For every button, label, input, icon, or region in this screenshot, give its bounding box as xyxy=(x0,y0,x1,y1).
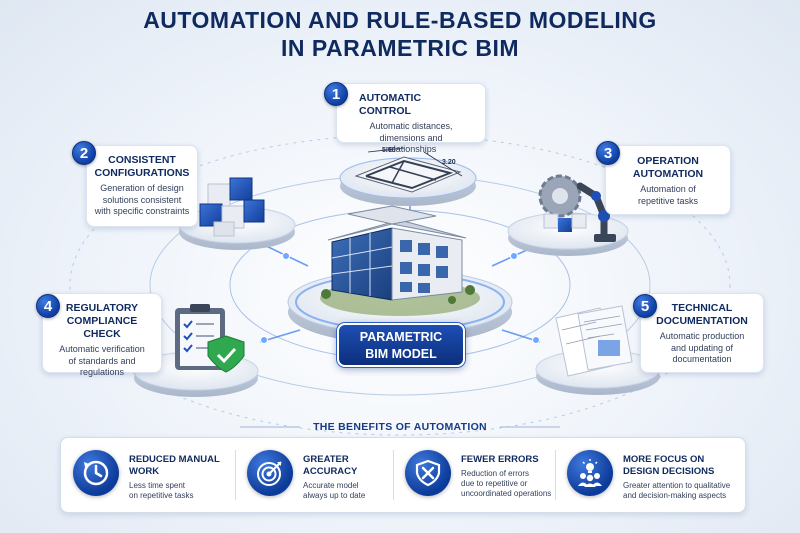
benefit-4-desc-line: Greater attention to qualitative xyxy=(623,481,731,490)
benefit-1-desc: Less time spent on repetitive tasks xyxy=(129,481,220,501)
feature-card-3: OPERATION AUTOMATION Automation of repet… xyxy=(605,145,731,215)
dimension-depth-label: 3.20 xyxy=(442,159,456,166)
benefit-2-title-line1: GREATER xyxy=(303,454,349,465)
benefit-4-title-line2: DESIGN DECISIONS xyxy=(623,466,715,477)
feature-3-number-badge: 3 xyxy=(596,141,620,165)
feature-4-desc-line: regulations xyxy=(79,367,125,377)
robot-arm-icon xyxy=(538,174,616,242)
feature-1-desc: Automatic distances, dimensions and rela… xyxy=(347,121,475,156)
center-label-line2: BIM MODEL xyxy=(365,347,437,361)
benefit-divider xyxy=(555,450,556,500)
benefit-4-desc: Greater attention to qualitative and dec… xyxy=(623,481,730,501)
benefit-greater-accuracy: GREATER ACCURACY Accurate model always u… xyxy=(247,438,397,514)
target-icon xyxy=(247,450,293,496)
feature-1-desc-line: relationships xyxy=(385,144,437,154)
feature-4-title-line1: REGULATORY xyxy=(65,302,139,314)
feature-5-desc-line: documentation xyxy=(672,354,732,364)
page-title-line2: IN PARAMETRIC BIM xyxy=(280,35,520,61)
benefit-4-desc-line: and decision-making aspects xyxy=(623,491,727,500)
feature-card-2: CONSISTENT CONFIGURATIONS Generation of … xyxy=(86,145,198,227)
benefits-panel: REDUCED MANUAL WORK Less time spent on r… xyxy=(60,437,746,513)
benefit-fewer-errors: FEWER ERRORS Reduction of errors due to … xyxy=(405,438,565,514)
feature-1-desc-line: Automatic distances, xyxy=(369,121,453,131)
feature-2-desc-line: Generation of design xyxy=(100,183,184,193)
feature-3-desc: Automation of repetitive tasks xyxy=(610,184,726,207)
feature-3-title-line1: OPERATION xyxy=(637,155,699,167)
feature-5-number-badge: 5 xyxy=(633,294,657,318)
benefit-3-desc-line: Reduction of errors xyxy=(461,469,530,478)
benefit-2-desc: Accurate model always up to date xyxy=(303,481,365,501)
benefit-divider xyxy=(393,450,394,500)
benefit-3-desc: Reduction of errors due to repetitive or… xyxy=(461,469,551,499)
feature-2-title-line2: CONFIGURATIONS xyxy=(94,167,190,179)
feature-5-desc-line: Automatic production xyxy=(659,331,745,341)
benefit-reduced-manual-work: REDUCED MANUAL WORK Less time spent on r… xyxy=(73,438,233,514)
feature-5-title-line1: TECHNICAL xyxy=(671,302,733,314)
building-icon xyxy=(320,205,480,316)
benefit-1-title-line1: REDUCED MANUAL xyxy=(129,454,220,465)
checklist-icon xyxy=(175,304,245,373)
benefit-1-desc-line: Less time spent xyxy=(129,481,186,490)
feature-5-desc-line: and updating of xyxy=(670,342,734,353)
benefits-title: THE BENEFITS OF AUTOMATION xyxy=(313,421,487,433)
benefit-1-title-line2: WORK xyxy=(129,466,160,477)
blueprint-icon xyxy=(354,147,463,193)
feature-2-number-badge: 2 xyxy=(72,141,96,165)
feature-1-desc-line: dimensions and xyxy=(379,132,443,143)
benefit-more-focus: MORE FOCUS ON DESIGN DECISIONS Greater a… xyxy=(567,438,743,514)
benefit-4-title-line1: MORE FOCUS ON xyxy=(623,454,705,465)
feature-card-5: TECHNICAL DOCUMENTATION Automatic produc… xyxy=(640,293,764,373)
feature-5-title-line2: DOCUMENTATION xyxy=(656,315,748,327)
benefit-1-desc-line: on repetitive tasks xyxy=(129,491,194,500)
benefit-2-desc-line: Accurate model xyxy=(303,481,359,490)
benefit-3-desc-line: due to repetitive or xyxy=(461,479,528,488)
feature-3-desc-line: Automation of xyxy=(640,184,696,194)
feature-4-desc-line: Automatic verification xyxy=(59,344,145,354)
shield-x-icon xyxy=(405,450,451,496)
people-idea-icon xyxy=(567,450,613,496)
benefit-2-title-line2: ACCURACY xyxy=(303,466,358,477)
documents-icon xyxy=(555,305,633,377)
center-model-label: PARAMETRIC BIM MODEL xyxy=(337,323,465,367)
feature-3-title-line2: AUTOMATION xyxy=(632,168,704,180)
feature-5-desc: Automatic production and updating of doc… xyxy=(645,331,759,366)
cubes-icon xyxy=(199,177,265,237)
feature-4-desc-line: of standards and xyxy=(68,355,136,366)
center-label-line1: PARAMETRIC xyxy=(359,330,443,344)
feature-2-desc-line: with specific constraints xyxy=(94,206,190,216)
feature-4-title-line2: COMPLIANCE CHECK xyxy=(66,315,138,340)
page-title-line1: AUTOMATION AND RULE-BASED MODELING xyxy=(143,7,657,33)
dimension-width-label: 5.00 xyxy=(382,147,396,154)
feature-card-4: REGULATORY COMPLIANCE CHECK Automatic ve… xyxy=(42,293,162,377)
benefit-2-desc-line: always up to date xyxy=(303,491,366,500)
feature-1-number-badge: 1 xyxy=(324,82,348,106)
feature-2-desc-line: solutions consistent xyxy=(102,194,182,205)
benefit-3-title: FEWER ERRORS xyxy=(461,454,539,465)
feature-3-desc-line: repetitive tasks xyxy=(637,195,699,206)
benefit-divider xyxy=(235,450,236,500)
feature-4-number-badge: 4 xyxy=(36,294,60,318)
feature-2-title-line1: CONSISTENT xyxy=(108,154,176,166)
clock-icon xyxy=(73,450,119,496)
feature-1-title: AUTOMATIC CONTROL xyxy=(359,92,422,117)
benefit-3-desc-line: uncoordinated operations xyxy=(461,489,552,498)
feature-card-1: AUTOMATIC CONTROL Automatic distances, d… xyxy=(336,83,486,154)
feature-2-desc: Generation of design solutions consisten… xyxy=(91,183,193,218)
page-title: AUTOMATION AND RULE-BASED MODELING IN PA… xyxy=(0,6,800,62)
feature-4-desc: Automatic verification of standards and … xyxy=(47,344,157,379)
